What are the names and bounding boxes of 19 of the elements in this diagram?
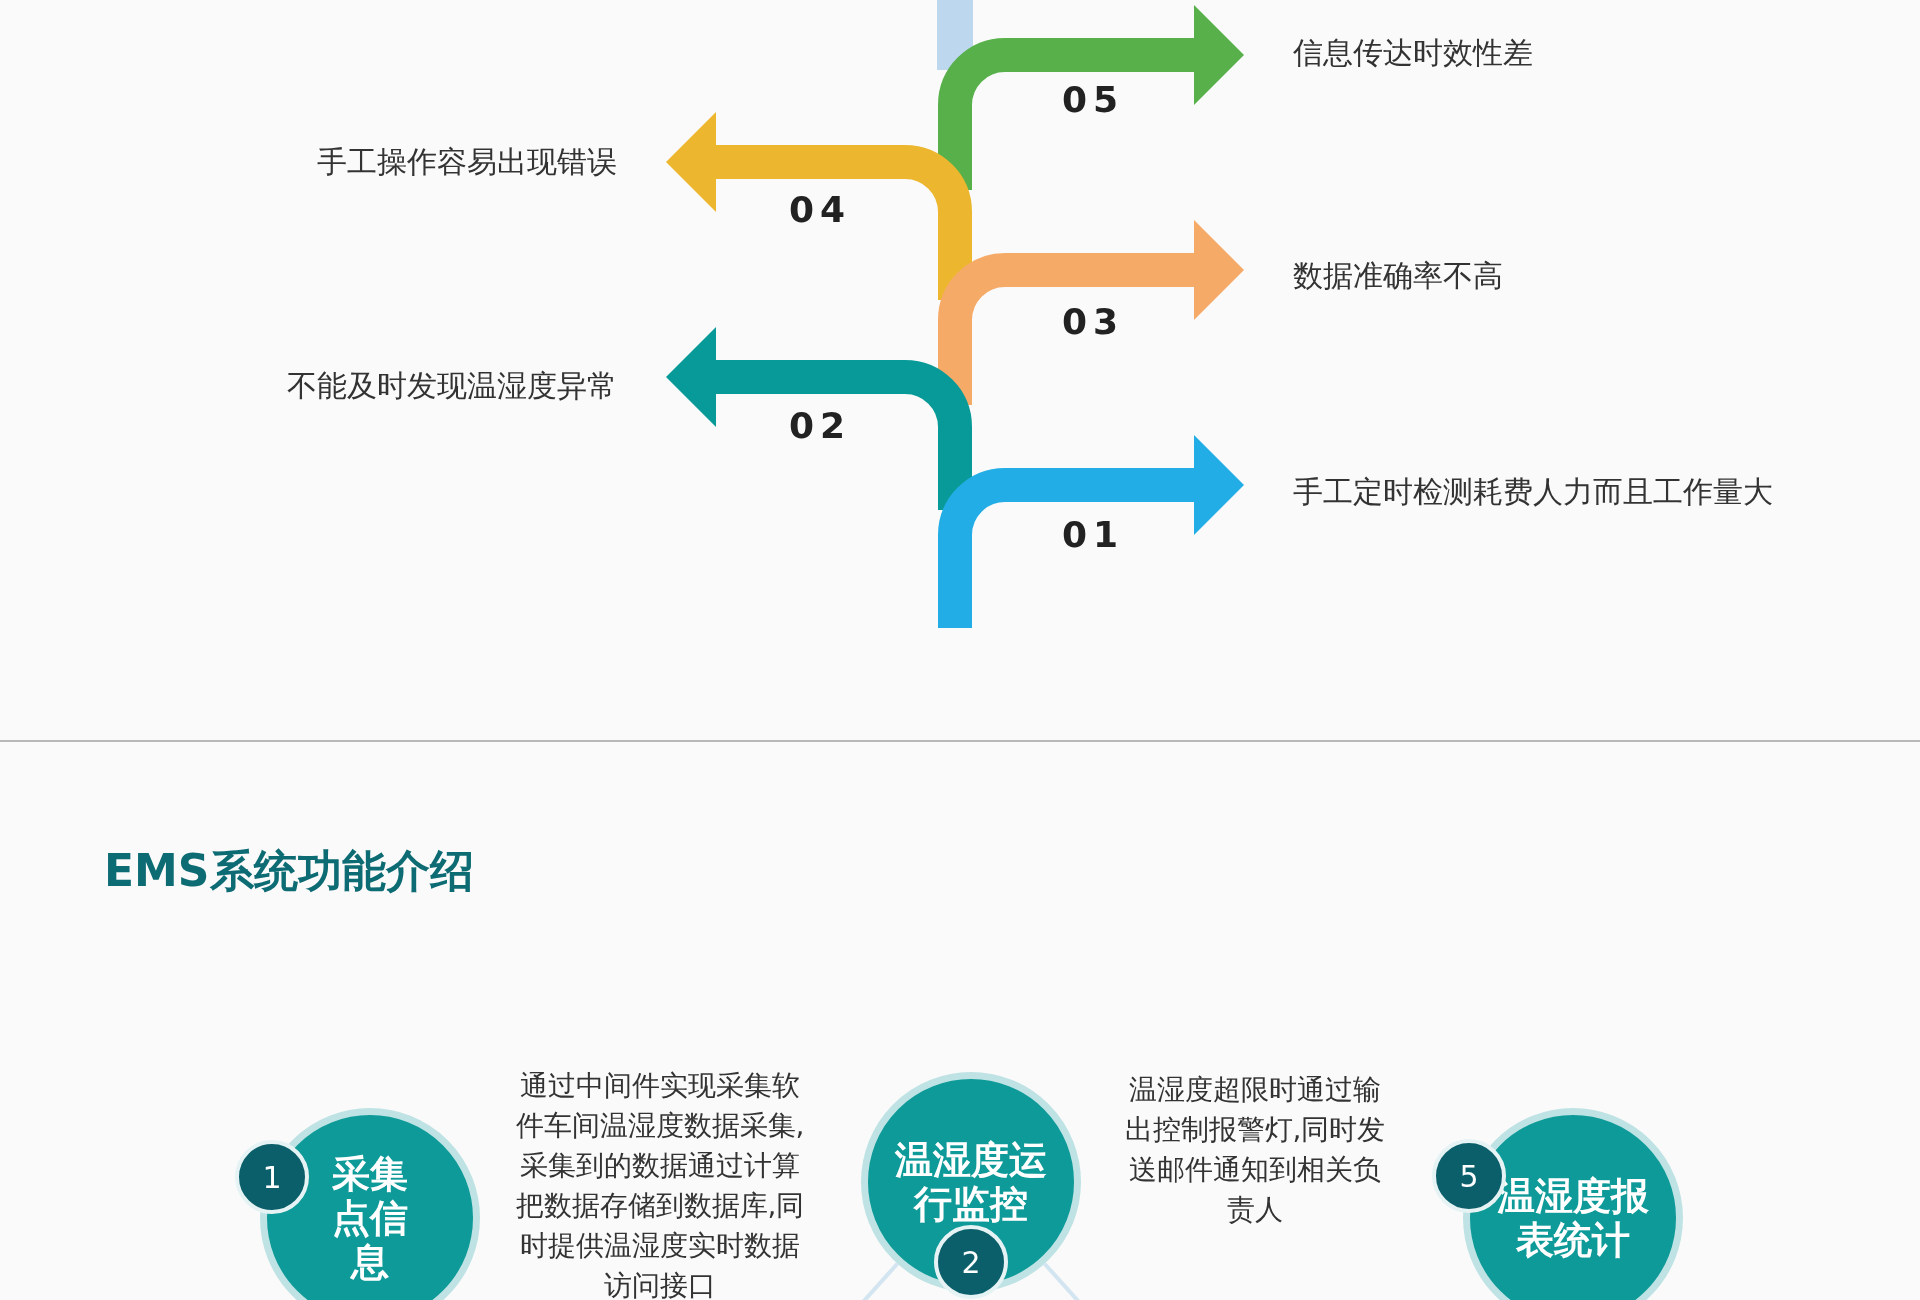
arrow	[938, 220, 1244, 405]
issue-text: 手工操作容易出现错误	[317, 142, 667, 182]
number-badge: 1	[235, 1140, 309, 1214]
step-number: 01	[1060, 515, 1126, 555]
description-text: 温湿度超限时通过输出控制报警灯,同时发送邮件通知到相关负责人	[1123, 1072, 1387, 1228]
step-number: 02	[787, 406, 853, 446]
issue-text: 数据准确率不高	[1243, 256, 1503, 296]
arrow	[938, 435, 1244, 628]
arrow	[666, 112, 972, 300]
section-title: EMS系统功能介绍	[104, 844, 474, 898]
step-number: 03	[1060, 302, 1126, 342]
issue-text: 信息传达时效性差	[1243, 33, 1533, 73]
issue-text: 不能及时发现温湿度异常	[287, 366, 667, 406]
step-number: 05	[1060, 80, 1126, 120]
step-number: 04	[787, 190, 853, 230]
issue-text: 手工定时检测耗费人力而且工作量大	[1243, 472, 1773, 512]
arrow	[938, 5, 1244, 190]
description-text: 通过中间件实现采集软件车间温湿度数据采集,采集到的数据通过计算把数据存储到数据库,同时提供温湿度实时数据访问接口	[514, 1068, 806, 1300]
arrow	[666, 327, 972, 510]
